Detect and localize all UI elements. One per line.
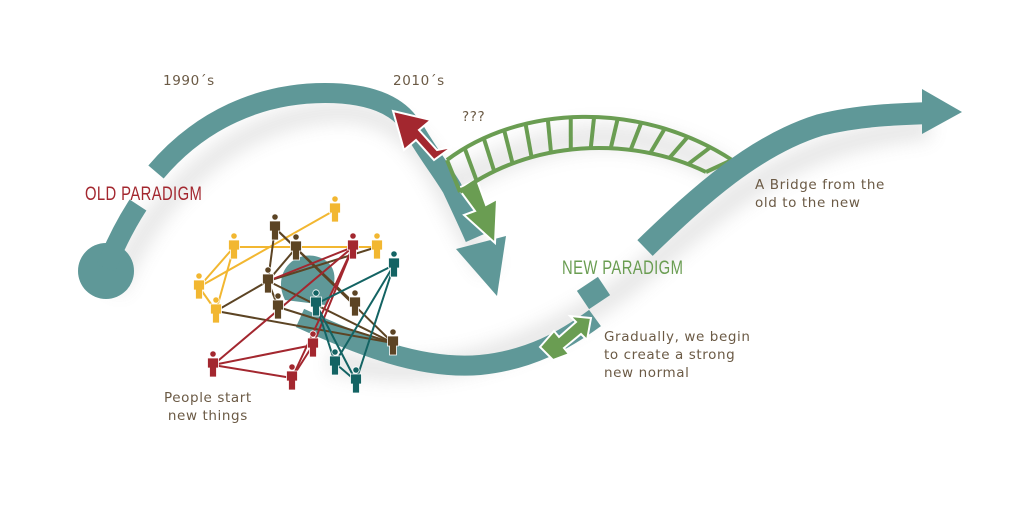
network-link-red [267, 246, 354, 282]
descent-arrowhead [456, 236, 506, 296]
network-blob [280, 255, 335, 305]
person-icon [286, 363, 298, 391]
era-1990-label: 1990´s [163, 73, 215, 89]
network-link-brown [215, 310, 394, 344]
network-link-red [291, 246, 354, 379]
person-icon [349, 289, 361, 317]
network-link-teal [334, 264, 395, 364]
bridge-rung [667, 135, 690, 160]
bridge-rung [588, 116, 597, 149]
gradually-label: Gradually, we begin to create a strong n… [604, 329, 751, 381]
person-icon [387, 328, 399, 356]
new-path-upper [637, 102, 936, 256]
person-icon [329, 195, 341, 223]
question-marks-label: ??? [462, 109, 486, 125]
person-icon [371, 232, 383, 260]
person-icon [193, 272, 205, 300]
person-icon [210, 296, 222, 324]
bridge-rung [608, 118, 620, 149]
old-path-lower [96, 199, 147, 272]
person-icon [388, 250, 400, 278]
person-icon [262, 266, 274, 294]
bridge-rung [686, 145, 712, 166]
network-people [193, 195, 400, 394]
network-link-red [212, 344, 314, 366]
network-link-teal [315, 303, 357, 382]
bridge-rung [502, 129, 515, 164]
bridge-rung [628, 121, 644, 151]
bridge-rung [648, 127, 667, 155]
bridge-rung [545, 119, 554, 153]
green-up-arrow [538, 314, 593, 362]
person-icon [307, 330, 319, 358]
people-start-label: People start new things [164, 390, 252, 424]
person-icon [347, 232, 359, 260]
person-icon [350, 366, 362, 394]
old-path-arc [148, 82, 421, 179]
network-link-yellow [198, 209, 336, 288]
bridge-rung [445, 159, 462, 193]
new-paradigm-label: NEW PARADIGM [562, 258, 684, 279]
network-link-red [212, 364, 293, 379]
person-icon [228, 232, 240, 260]
end-arrowhead [922, 89, 962, 134]
network-link-brown [277, 306, 394, 344]
bridge [445, 114, 734, 194]
person-icon [310, 289, 322, 317]
new-path-segment [576, 276, 611, 310]
person-icon [269, 213, 281, 241]
network-link-brown [267, 246, 378, 282]
era-2010-label: 2010´s [393, 73, 445, 89]
bridge-rung [462, 147, 479, 182]
old-paradigm-label: OLD PARADIGM [85, 184, 203, 205]
network-link-teal [355, 264, 395, 382]
person-icon [207, 350, 219, 378]
person-icon [272, 292, 284, 320]
red-back-arrow [391, 109, 453, 162]
green-down-arrow [456, 178, 499, 246]
network-link-teal [315, 264, 395, 305]
bridge-label: A Bridge from the old to the new [755, 177, 885, 211]
bridge-rung [523, 123, 534, 158]
network-link-brown [215, 280, 269, 312]
person-icon [329, 348, 341, 376]
person-icon [290, 233, 302, 261]
bridge-rung [481, 137, 497, 172]
